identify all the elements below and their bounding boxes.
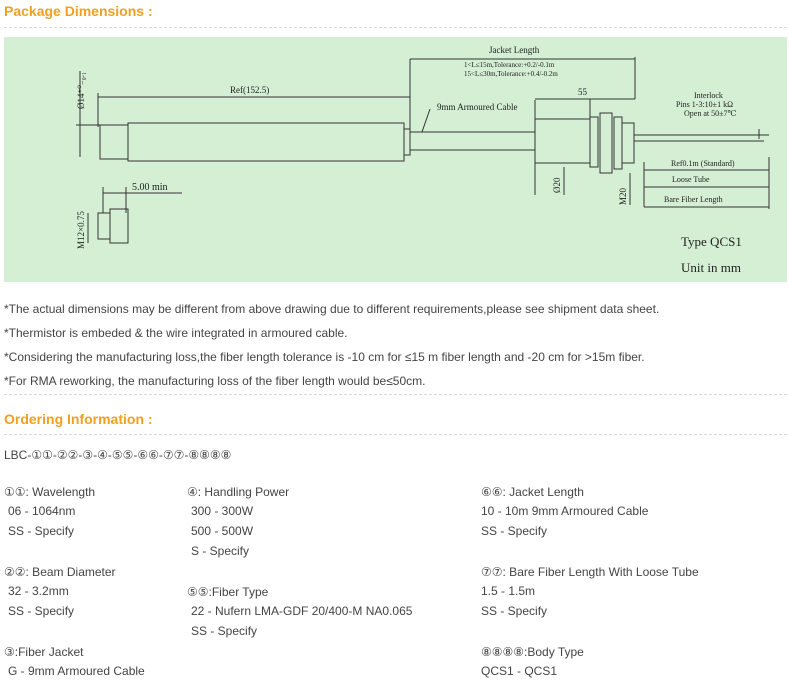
tolerance-1: 1<L≤15m,Tolerance:+0.2/-0.1m bbox=[464, 61, 555, 69]
option-item: 10 - 10m 9mm Armoured Cable bbox=[481, 504, 649, 518]
interlock-label: Interlock bbox=[694, 91, 723, 100]
option-item: QCS1 - QCS1 bbox=[481, 664, 558, 678]
m12-label: M12×0.75 bbox=[76, 211, 86, 249]
jacket-length-title: ⑥⑥: Jacket Length bbox=[481, 485, 584, 499]
body-type-title: ⑧⑧⑧⑧:Body Type bbox=[481, 645, 584, 659]
option-item: 300 - 300W bbox=[191, 504, 254, 518]
open-temp-label: Open at 50±7℃ bbox=[684, 109, 736, 118]
divider bbox=[4, 27, 787, 28]
option-item: 06 - 1064nm bbox=[8, 504, 76, 518]
option-item: SS - Specify bbox=[8, 524, 75, 538]
option-item: SS - Specify bbox=[481, 524, 548, 538]
note-text: *Thermistor is embeded & the wire integr… bbox=[4, 326, 348, 340]
note-text: *For RMA reworking, the manufacturing lo… bbox=[4, 374, 426, 388]
dim-5-label: 5.00 min bbox=[132, 182, 168, 193]
option-item: 500 - 500W bbox=[191, 524, 254, 538]
option-item: 22 - Nufern LMA-GDF 20/400-M NA0.065 bbox=[191, 604, 413, 618]
option-item: G - 9mm Armoured Cable bbox=[8, 664, 145, 678]
bare-fiber-length-title: ⑦⑦: Bare Fiber Length With Loose Tube bbox=[481, 565, 699, 579]
ref-length-label: Ref(152.5) bbox=[230, 85, 269, 95]
drawing-svg: Jacket Length 1<L≤15m,Tolerance:+0.2/-0.… bbox=[76, 45, 770, 275]
fiber-jacket-title: ③:Fiber Jacket bbox=[4, 645, 84, 659]
option-item: SS - Specify bbox=[191, 624, 258, 638]
dia14-label: Ø14⁺⁰₋₀.₁ bbox=[76, 72, 86, 109]
note-text: *The actual dimensions may be different … bbox=[4, 302, 660, 316]
part-code: LBC-①①-②②-③-④-⑤⑤-⑥⑥-⑦⑦-⑧⑧⑧⑧ bbox=[4, 448, 232, 462]
divider bbox=[4, 434, 787, 435]
option-item: S - Specify bbox=[191, 544, 250, 558]
handling-power-title: ④: Handling Power bbox=[187, 485, 290, 499]
cable-label: 9mm Armoured Cable bbox=[437, 102, 518, 112]
ref01-label: Ref0.1m (Standard) bbox=[671, 159, 735, 168]
divider bbox=[4, 394, 787, 395]
dim-55-label: 55 bbox=[578, 87, 588, 97]
option-item: 1.5 - 1.5m bbox=[481, 584, 536, 598]
beam-diameter-title: ②②: Beam Diameter bbox=[4, 565, 116, 579]
dia20-label: Ø20 bbox=[552, 177, 562, 193]
bare-fiber-label: Bare Fiber Length bbox=[664, 195, 723, 204]
tolerance-2: 15<L≤30m,Tolerance:+0.4/-0.2m bbox=[464, 70, 558, 78]
unit-label: Unit in mm bbox=[681, 260, 741, 275]
m20-label: M20 bbox=[618, 187, 628, 205]
wavelength-title: ①①: Wavelength bbox=[4, 485, 96, 499]
pins-label: Pins 1-3:10±1 kΩ bbox=[676, 100, 733, 109]
ordering-information-heading: Ordering Information : bbox=[4, 411, 153, 427]
fiber-type-title: ⑤⑤:Fiber Type bbox=[187, 585, 269, 599]
option-item: SS - Specify bbox=[8, 604, 75, 618]
option-item: 32 - 3.2mm bbox=[8, 584, 69, 598]
option-item: SS - Specify bbox=[481, 604, 548, 618]
loose-tube-label: Loose Tube bbox=[672, 175, 710, 184]
note-text: *Considering the manufacturing loss,the … bbox=[4, 350, 645, 364]
type-label: Type QCS1 bbox=[681, 234, 742, 249]
jacket-length-label: Jacket Length bbox=[489, 45, 540, 55]
package-dimensions-heading: Package Dimensions : bbox=[4, 3, 153, 19]
dimension-drawing: Jacket Length 1<L≤15m,Tolerance:+0.2/-0.… bbox=[4, 37, 787, 282]
